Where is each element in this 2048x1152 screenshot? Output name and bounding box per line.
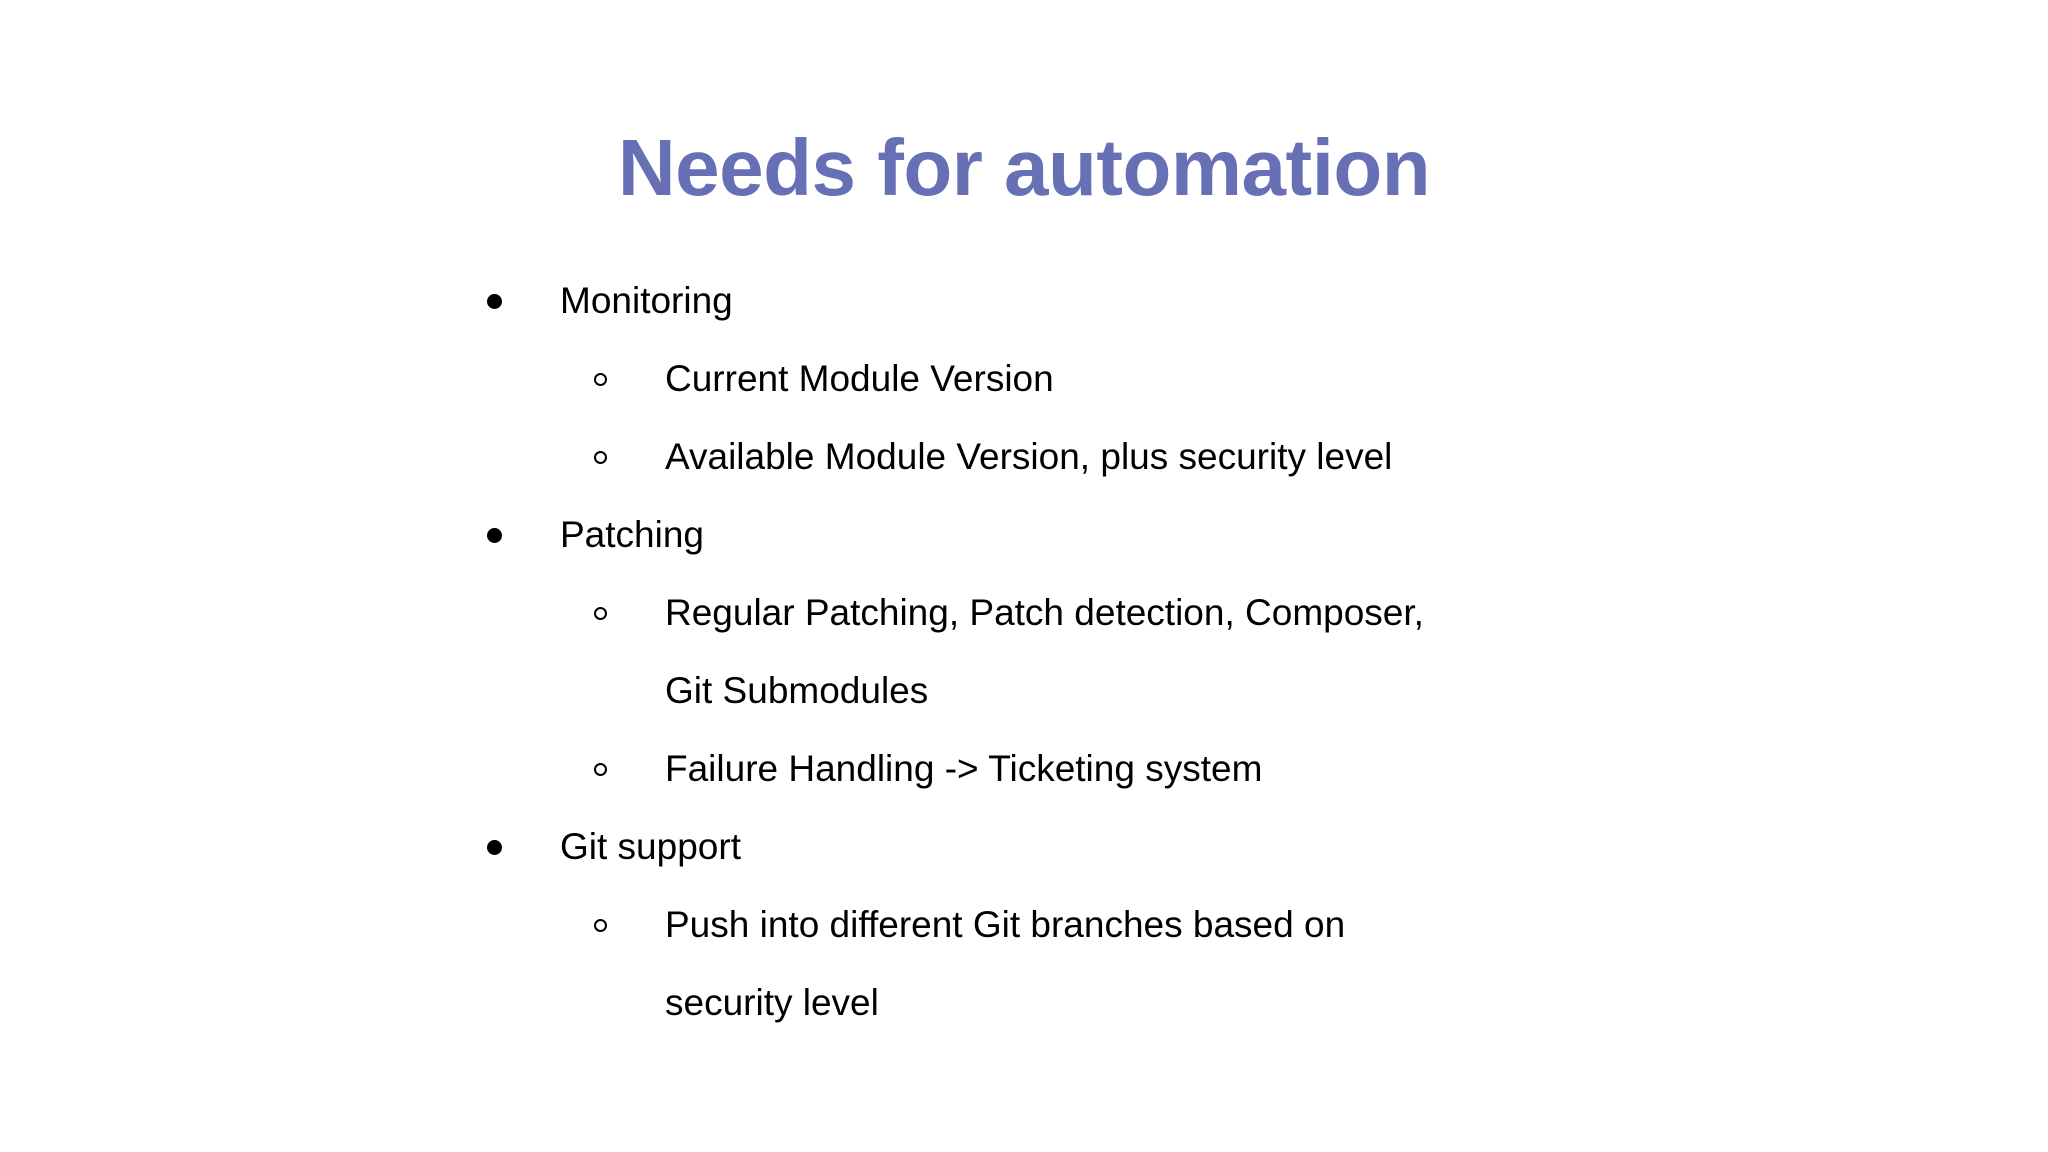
list-item: Current Module Version bbox=[0, 340, 2048, 418]
bullet-disc-icon bbox=[487, 262, 513, 340]
list-item: Patching bbox=[0, 496, 2048, 574]
list-item: Monitoring bbox=[0, 262, 2048, 340]
list-item-label: Failure Handling -> Ticketing system bbox=[665, 748, 1263, 789]
bullet-circle-icon bbox=[594, 730, 620, 808]
list-item-label: Patching bbox=[560, 514, 704, 555]
list-item-label: Push into different Git branches based o… bbox=[665, 904, 1346, 1023]
bullet-circle-icon bbox=[594, 574, 620, 652]
list-item-label: Available Module Version, plus security … bbox=[665, 436, 1393, 477]
bullet-circle-icon bbox=[594, 340, 620, 418]
bullet-disc-icon bbox=[487, 808, 513, 886]
page-title: Needs for automation bbox=[617, 122, 1431, 212]
bullet-disc-icon bbox=[487, 496, 513, 574]
bullet-circle-icon bbox=[594, 418, 620, 496]
list-item: Push into different Git branches based o… bbox=[0, 886, 2048, 1042]
list-item: Failure Handling -> Ticketing system bbox=[0, 730, 2048, 808]
list-item-label: Monitoring bbox=[560, 280, 733, 321]
list-item-label: Current Module Version bbox=[665, 358, 1054, 399]
list-item-label: Regular Patching, Patch detection, Compo… bbox=[665, 592, 1424, 711]
list-item: Regular Patching, Patch detection, Compo… bbox=[0, 574, 2048, 730]
list-item: Available Module Version, plus security … bbox=[0, 418, 2048, 496]
list-item: Git support bbox=[0, 808, 2048, 886]
bullet-circle-icon bbox=[594, 886, 620, 964]
list-item-label: Git support bbox=[560, 826, 741, 867]
bullet-list: Monitoring Current Module Version Availa… bbox=[0, 262, 2048, 1042]
